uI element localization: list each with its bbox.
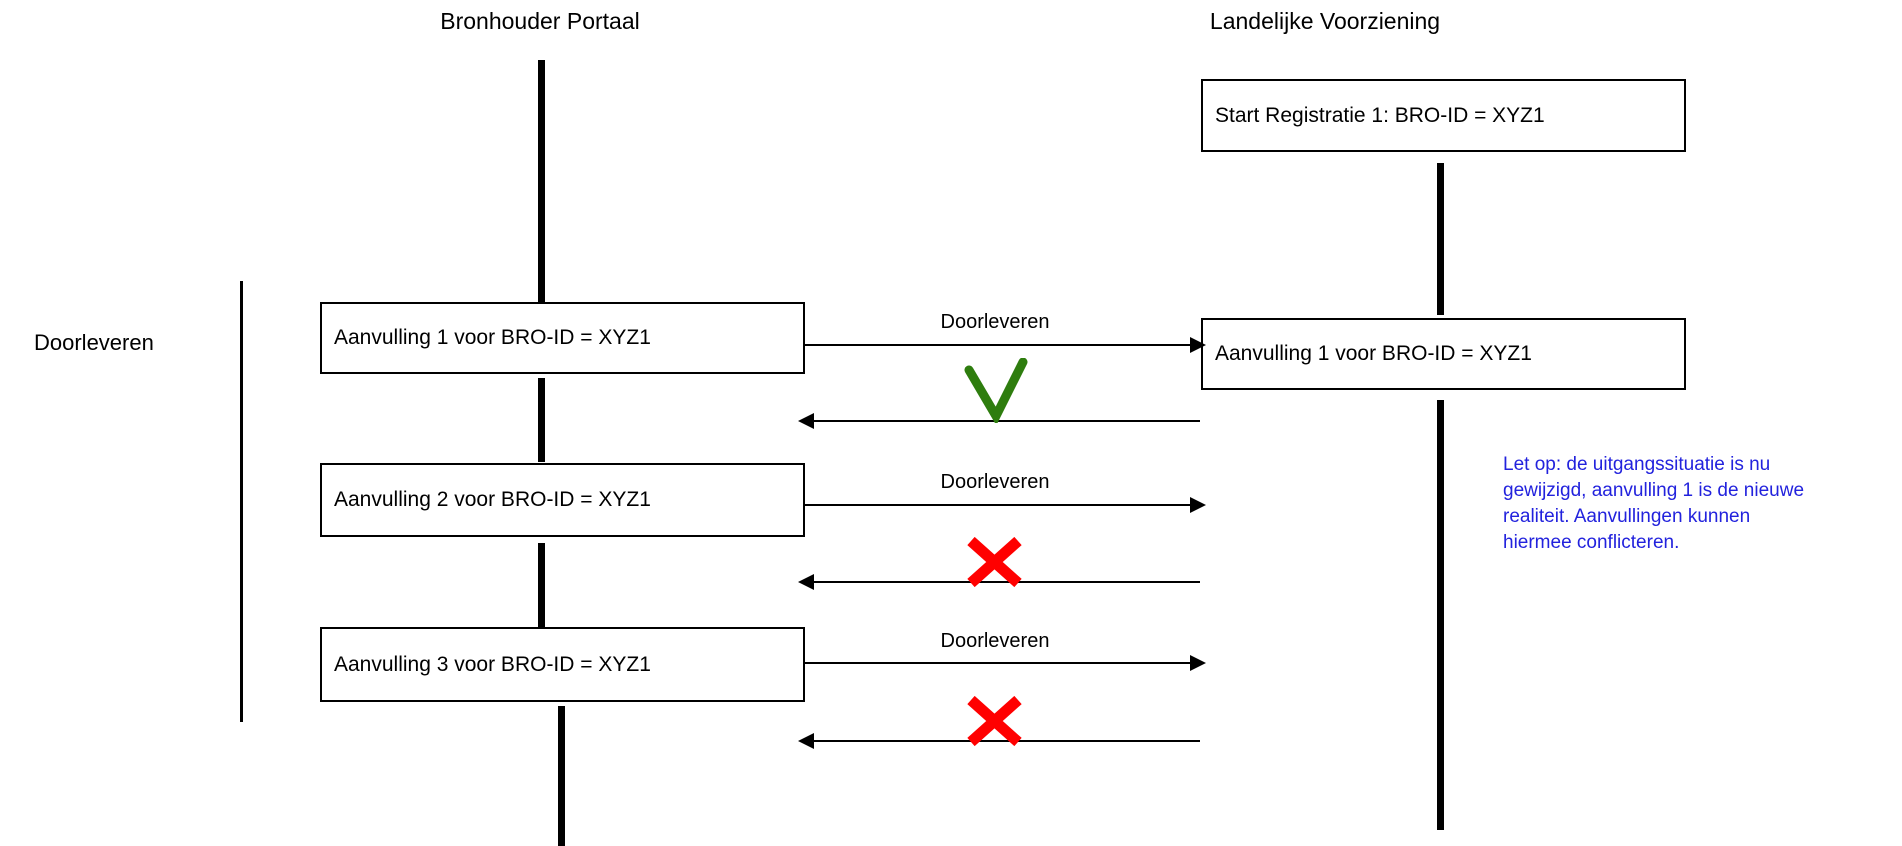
check-icon — [963, 358, 1033, 423]
message-line-5 — [805, 662, 1192, 664]
node-box-label: Aanvulling 2 voor BRO-ID = XYZ1 — [334, 488, 651, 511]
arrow-head-right-3 — [1190, 497, 1206, 513]
lifeline-left-seg-2 — [538, 543, 545, 627]
message-line-6 — [812, 740, 1200, 742]
lifeline-left-top — [538, 60, 545, 302]
arrow-head-left-2 — [798, 413, 814, 429]
scope-bracket-line — [240, 281, 243, 722]
annotation-line: hiermee conflicteren. — [1503, 532, 1680, 553]
node-box-start-registratie[interactable]: Start Registratie 1: BRO-ID = XYZ1 — [1201, 79, 1686, 152]
arrow-head-left-4 — [798, 574, 814, 590]
message-label-3: Doorleveren — [940, 471, 1050, 493]
column-header-bronhouder-portaal: Bronhouder Portaal — [440, 8, 640, 34]
arrow-head-left-6 — [798, 733, 814, 749]
annotation-line: realiteit. Aanvullingen kunnen — [1503, 506, 1751, 527]
cross-icon — [965, 537, 1027, 589]
arrow-head-right-1 — [1190, 337, 1206, 353]
node-box-left-aanvulling-3[interactable]: Aanvulling 3 voor BRO-ID = XYZ1 — [320, 627, 805, 702]
message-label-1: Doorleveren — [940, 311, 1050, 333]
node-box-right-aanvulling-1[interactable]: Aanvulling 1 voor BRO-ID = XYZ1 — [1201, 318, 1686, 390]
node-box-left-aanvulling-2[interactable]: Aanvulling 2 voor BRO-ID = XYZ1 — [320, 463, 805, 537]
lifeline-right-top — [1437, 163, 1444, 315]
lifeline-right-bottom — [1437, 400, 1444, 830]
message-line-4 — [812, 581, 1200, 583]
column-header-landelijke-voorziening: Landelijke Voorziening — [1209, 8, 1441, 34]
message-line-3 — [805, 504, 1192, 506]
annotation-line: Let op: de uitgangssituatie is nu — [1503, 454, 1771, 475]
node-box-label: Start Registratie 1: BRO-ID = XYZ1 — [1215, 103, 1545, 127]
node-box-label: Aanvulling 1 voor BRO-ID = XYZ1 — [334, 326, 651, 349]
node-box-label: Aanvulling 3 voor BRO-ID = XYZ1 — [334, 652, 651, 676]
message-line-1 — [805, 344, 1192, 346]
message-line-2 — [812, 420, 1200, 422]
lifeline-left-seg-1 — [538, 378, 545, 462]
node-box-label: Aanvulling 1 voor BRO-ID = XYZ1 — [1215, 342, 1532, 365]
arrow-head-right-5 — [1190, 655, 1206, 671]
node-box-left-aanvulling-1[interactable]: Aanvulling 1 voor BRO-ID = XYZ1 — [320, 302, 805, 374]
cross-icon — [965, 696, 1027, 748]
annotation-note: Let op: de uitgangssituatie is nu gewijz… — [1503, 452, 1902, 556]
scope-label: Doorleveren — [34, 330, 154, 355]
message-label-5: Doorleveren — [940, 630, 1050, 652]
annotation-line: gewijzigd, aanvulling 1 is de nieuwe — [1503, 480, 1805, 501]
lifeline-left-bottom — [558, 706, 565, 846]
